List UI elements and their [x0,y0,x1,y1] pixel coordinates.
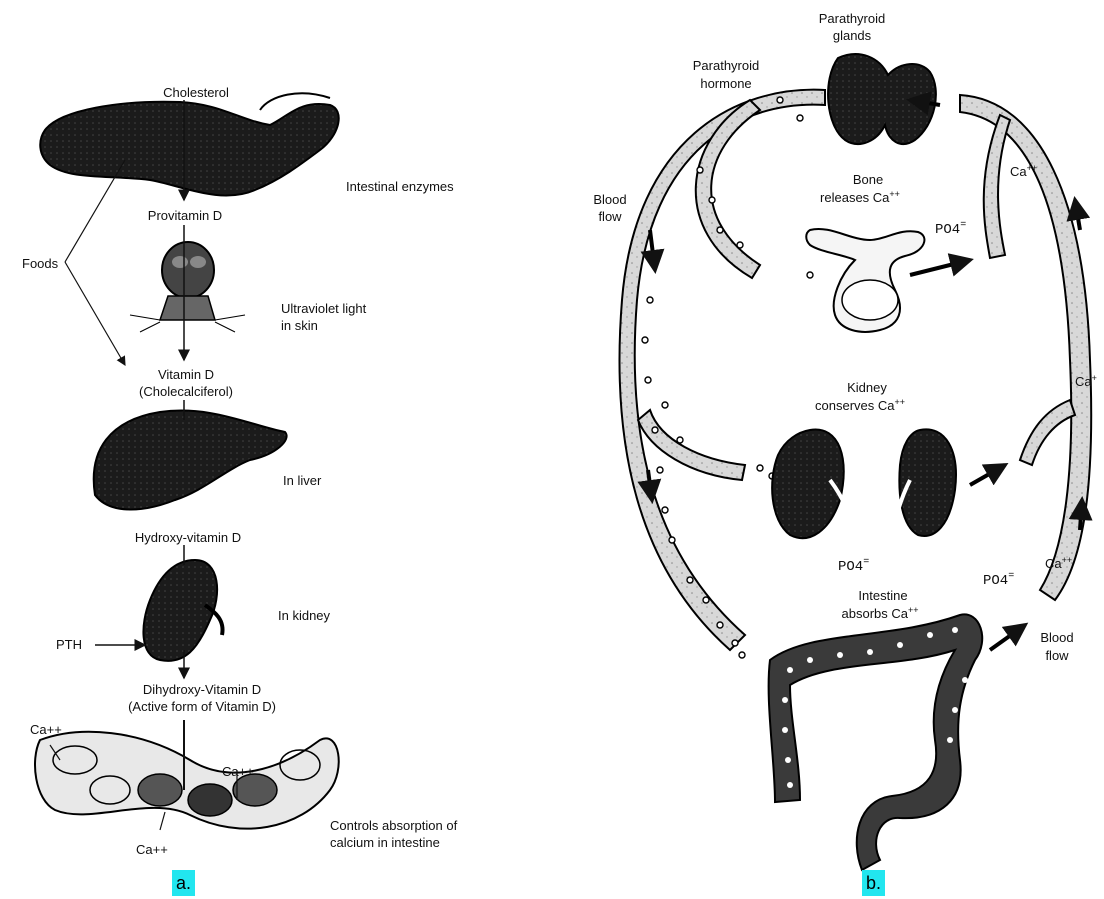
label-intestinal-enzymes: Intestinal enzymes [346,179,454,194]
label-foods: Foods [22,256,59,271]
label-parathyroid-glands-2: glands [833,28,872,43]
label-blood-flow-right-2: flow [1045,648,1069,663]
panel-b: Parathyroid glands Parathyroid hormone B… [593,11,1097,870]
label-ca-top: Ca++ [1010,163,1037,179]
label-pth: PTH [56,637,82,652]
vessel-left-kidney-branch [638,410,745,480]
label-po4-kidney: PO4= [838,557,869,575]
label-ultraviolet-1: Ultraviolet light [281,301,367,316]
vessel-right-kidney-branch [1020,400,1075,465]
label-in-liver: In liver [283,473,322,488]
panel-a-letter: a. [172,870,195,896]
label-controls-2: calcium in intestine [330,835,440,850]
ca-arrow-3 [160,812,165,830]
label-ca-1: Ca++ [30,722,62,737]
flow-arrow-right-2 [1080,500,1082,530]
arrow-bone-to-vessel [910,260,970,275]
label-vitamin-d: Vitamin D [158,367,214,382]
flow-arrow-right-1 [1075,200,1080,230]
label-bone-1: Bone [853,172,883,187]
label-in-kidney: In kidney [278,608,331,623]
label-parathyroid-hormone-2: hormone [700,76,751,91]
kidney-illustration [143,560,217,661]
label-blood-flow-left-2: flow [598,209,622,224]
liver-illustration [94,411,287,510]
label-ca-2: Ca++ [222,764,254,779]
colon-illustration [769,614,983,870]
label-po4-bone: PO4= [935,220,966,238]
label-kidney-1: Kidney [847,380,887,395]
arrow-intestine-to-vessel [990,625,1025,650]
label-blood-flow-right-1: Blood [1040,630,1073,645]
arrow-kidney-to-vessel [970,465,1005,485]
head-illustration [130,242,245,332]
panel-a: Cholesterol Intestinal enzymes Provitami… [22,85,458,857]
label-cholecalciferol: (Cholecalciferol) [139,384,233,399]
kidneys-illustration [772,429,956,550]
vessel-right-inner [984,115,1010,258]
label-blood-flow-left-1: Blood [593,192,626,207]
stomach-illustration [40,102,338,196]
label-kidney-2: conserves Ca++ [815,397,905,413]
flow-arrow-left-1 [650,230,655,270]
label-ca-3: Ca++ [136,842,168,857]
label-hydroxy-vitamin-d: Hydroxy-vitamin D [135,530,241,545]
parathyroid-glands-illustration [828,54,936,144]
foods-line-2 [65,262,125,365]
label-controls-1: Controls absorption of [330,818,458,833]
label-intestine-1: Intestine [858,588,907,603]
bone-illustration [806,229,924,332]
label-bone-2: releases Ca++ [820,189,900,205]
intestine-illustration-a [35,732,339,829]
label-provitamin-d: Provitamin D [148,208,222,223]
label-intestine-2: absorbs Ca++ [842,605,919,621]
panel-b-letter: b. [862,870,885,896]
label-ca-mid: Ca+ [1075,373,1097,389]
label-dihydroxy-vitamin-d: Dihydroxy-Vitamin D [143,682,261,697]
label-po4-intestine: PO4= [983,571,1014,589]
label-ultraviolet-2: in skin [281,318,318,333]
label-active-form: (Active form of Vitamin D) [128,699,276,714]
vessel-left [619,90,825,650]
label-parathyroid-glands-1: Parathyroid [819,11,885,26]
label-parathyroid-hormone-1: Parathyroid [693,58,759,73]
label-cholesterol: Cholesterol [163,85,229,100]
